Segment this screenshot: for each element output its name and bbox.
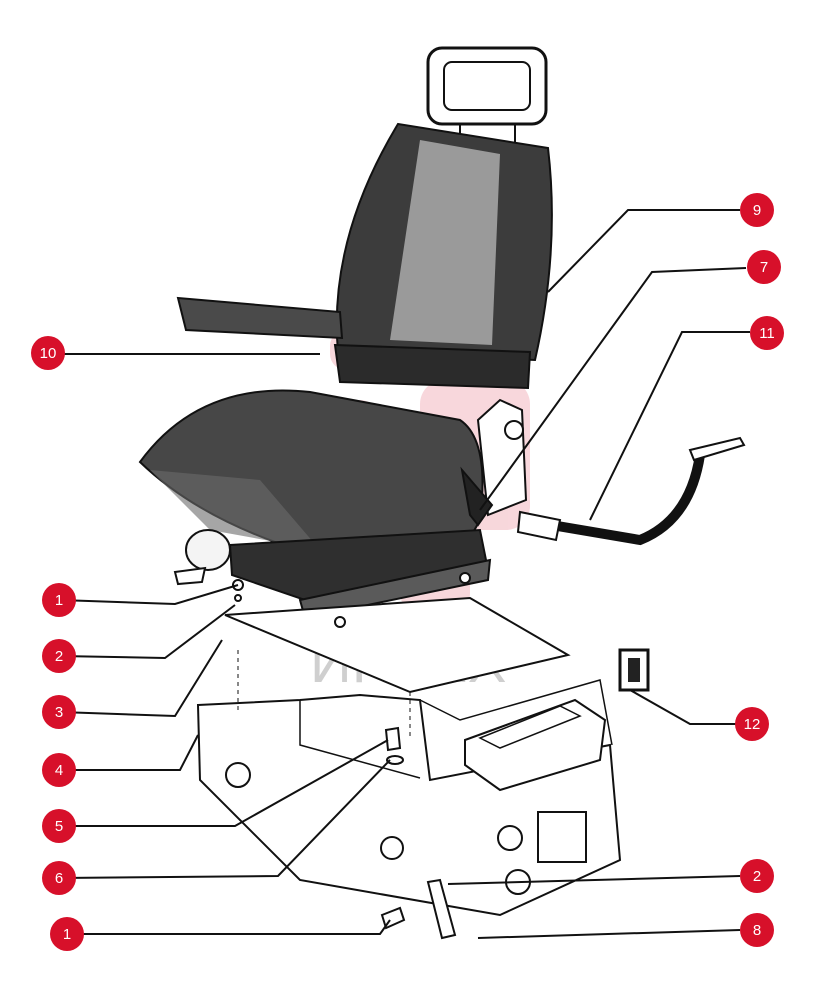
callout-9: 9 bbox=[740, 193, 774, 227]
svg-text:5: 5 bbox=[55, 818, 63, 835]
armrest-right bbox=[333, 343, 532, 390]
callout-2-right: 2 bbox=[740, 859, 774, 893]
svg-text:1: 1 bbox=[63, 926, 71, 943]
svg-text:6: 6 bbox=[55, 870, 63, 887]
headrest bbox=[426, 46, 548, 145]
bracket-8 bbox=[426, 878, 457, 940]
mounting-plate bbox=[224, 596, 571, 694]
callout-8: 8 bbox=[740, 913, 774, 947]
seat-belt bbox=[521, 454, 705, 546]
svg-text:4: 4 bbox=[55, 762, 63, 779]
callout-11: 11 bbox=[750, 316, 784, 350]
leader-lines bbox=[59, 209, 750, 939]
svg-text:1: 1 bbox=[55, 592, 63, 609]
svg-text:7: 7 bbox=[760, 259, 768, 276]
svg-text:8: 8 bbox=[753, 922, 761, 939]
callout-5: 5 bbox=[42, 809, 76, 843]
callout-4: 4 bbox=[42, 753, 76, 787]
callout-2-left: 2 bbox=[42, 639, 76, 673]
seat-drawing bbox=[138, 46, 746, 940]
callout-12: 12 bbox=[735, 707, 769, 741]
callout-10: 10 bbox=[31, 336, 65, 370]
bolt-5 bbox=[384, 726, 402, 752]
control-box bbox=[464, 698, 607, 792]
callout-1-bottom: 1 bbox=[50, 917, 84, 951]
callout-6: 6 bbox=[42, 861, 76, 895]
svg-text:12: 12 bbox=[744, 716, 761, 733]
callout-1-top: 1 bbox=[42, 583, 76, 617]
svg-text:2: 2 bbox=[753, 868, 761, 885]
washer-6 bbox=[386, 755, 404, 765]
bolts bbox=[232, 572, 471, 628]
svg-text:9: 9 bbox=[753, 202, 761, 219]
seat-cushion bbox=[138, 389, 484, 554]
callout-3: 3 bbox=[42, 695, 76, 729]
svg-text:10: 10 bbox=[40, 345, 57, 362]
svg-text:2: 2 bbox=[55, 648, 63, 665]
cab-base bbox=[196, 693, 622, 917]
callouts: 9 7 11 10 1 2 3 4 12 5 6 2 1 8 bbox=[31, 193, 784, 951]
callout-7: 7 bbox=[747, 250, 781, 284]
svg-text:11: 11 bbox=[759, 325, 775, 342]
svg-text:3: 3 bbox=[55, 704, 63, 721]
armrest-left bbox=[176, 296, 344, 340]
